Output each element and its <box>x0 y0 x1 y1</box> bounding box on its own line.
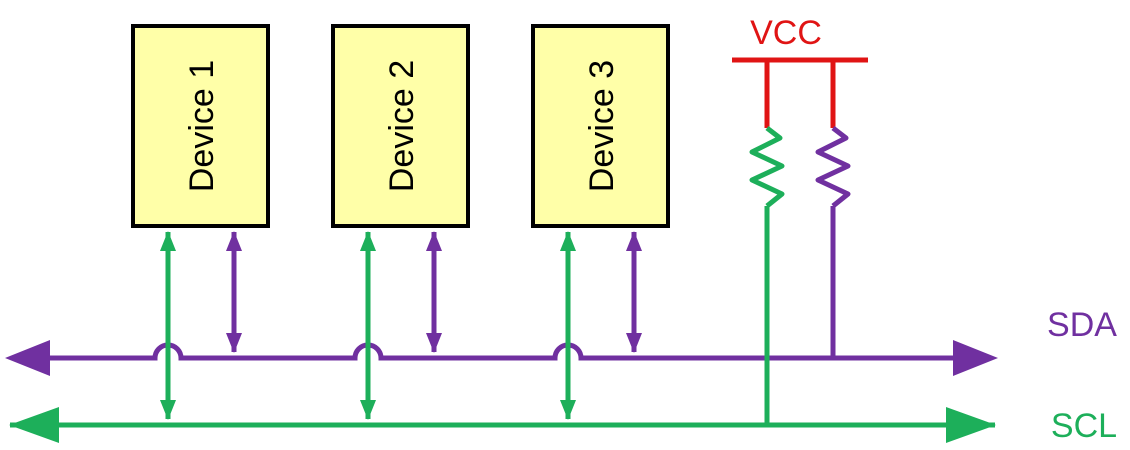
sda-left-arrowhead <box>5 340 50 376</box>
sda-bus-line <box>40 342 965 361</box>
device-2-label: Device 2 <box>383 60 421 192</box>
device-3: Device 3 <box>531 24 670 228</box>
sda-pullup-resistor <box>815 126 851 208</box>
sda-right-arrowhead <box>953 340 998 376</box>
device-1-label: Device 1 <box>183 60 221 192</box>
device-1: Device 1 <box>131 24 270 228</box>
device-3-label: Device 3 <box>583 60 621 192</box>
sda-label: SDA <box>1047 306 1117 344</box>
vcc-label: VCC <box>750 14 822 52</box>
device-2: Device 2 <box>331 24 470 228</box>
scl-label: SCL <box>1051 407 1117 445</box>
scl-pullup-resistor <box>749 126 785 208</box>
